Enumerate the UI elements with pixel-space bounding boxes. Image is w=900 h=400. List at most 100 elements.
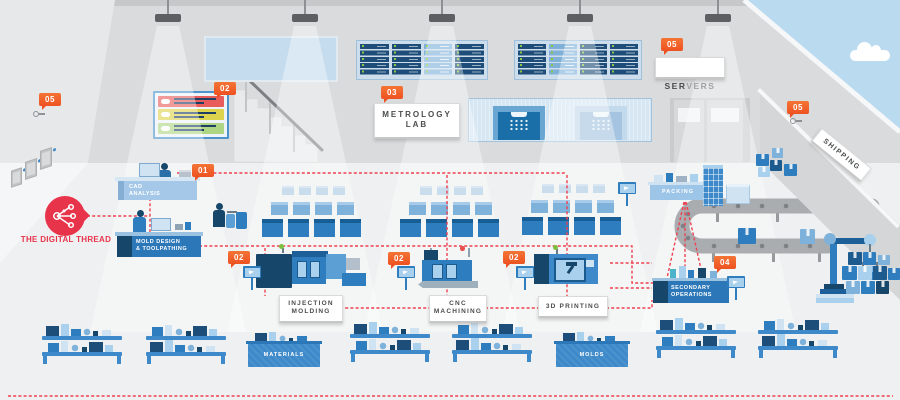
staircase-steps xyxy=(233,89,319,163)
shelf-items xyxy=(454,338,528,350)
table-item xyxy=(688,270,694,278)
secondary-operations-label: SECONDARY OPERATIONS xyxy=(671,285,712,298)
cad-analysis-label: CAD ANALYSIS xyxy=(129,184,161,197)
injection-molding-sign: INJECTION MOLDING xyxy=(279,295,343,323)
shelf-items xyxy=(148,340,222,352)
carton-box xyxy=(861,281,875,294)
table-item xyxy=(679,266,686,278)
cabinet-body: MATERIALS xyxy=(248,344,320,367)
robot-joint xyxy=(824,233,836,245)
server-column xyxy=(391,44,421,76)
robot-joint xyxy=(864,234,876,246)
desk-front xyxy=(117,236,201,257)
carton-box xyxy=(842,266,857,280)
shelf-leg xyxy=(759,350,763,358)
step-badge-05: 05 xyxy=(661,38,683,55)
desk-top xyxy=(115,232,203,236)
shelf-bar xyxy=(758,330,838,334)
worker xyxy=(161,163,168,170)
table-item xyxy=(670,269,676,278)
machine-block xyxy=(256,254,292,288)
print-head xyxy=(566,262,577,266)
door xyxy=(707,100,743,162)
storage-shelf xyxy=(758,318,838,360)
storage-shelf xyxy=(656,318,736,360)
server-column xyxy=(423,44,453,76)
step-badge-03: 03 xyxy=(381,86,403,103)
server-rack-bank xyxy=(356,40,488,80)
server-column xyxy=(360,44,389,76)
molds-cabinet: MOLDS xyxy=(554,332,630,372)
shelf-leg xyxy=(833,350,837,358)
key-icon xyxy=(33,111,45,117)
robot-gripper-prong xyxy=(862,262,864,268)
monitor-icon xyxy=(139,163,160,177)
server-column xyxy=(455,44,484,76)
printer-icon xyxy=(179,170,191,179)
carton-box xyxy=(758,167,770,177)
step-badge-05: 05 xyxy=(39,93,61,110)
worker xyxy=(216,203,223,210)
red-light-icon xyxy=(460,246,465,251)
shelf-leg xyxy=(425,354,429,362)
shelf-items xyxy=(456,322,526,334)
ceiling-lamp xyxy=(705,0,731,22)
door xyxy=(674,100,704,162)
workstation-grid xyxy=(522,184,622,236)
workstation-row-mid xyxy=(271,202,354,215)
table-front xyxy=(650,185,706,200)
cad-analysis-station: CAD ANALYSIS xyxy=(115,160,200,202)
carton-box xyxy=(846,281,860,294)
shelf-bar xyxy=(350,350,430,354)
status-whiteboard xyxy=(153,91,229,139)
machine-post xyxy=(468,248,470,257)
shelf-bar xyxy=(350,334,430,338)
page-title: THE DIGITAL THREAD xyxy=(20,235,112,244)
step-badge-02: 02 xyxy=(214,82,236,99)
stack-light xyxy=(556,249,558,254)
scanner-chamber xyxy=(498,112,540,140)
step-badge-02: 02 xyxy=(388,252,410,269)
shelf-items xyxy=(253,332,315,342)
stack-light xyxy=(282,248,284,253)
workstation-row-front xyxy=(262,219,361,237)
conveyor-box xyxy=(800,229,815,244)
workstation-row-mid xyxy=(409,202,492,215)
step-badge-02: 02 xyxy=(503,251,525,268)
shelf-items xyxy=(44,324,118,336)
metrology-lab-window xyxy=(468,98,652,142)
3d-printer-machine xyxy=(534,245,602,288)
shelf-items xyxy=(150,324,220,336)
whiteboard-row-green xyxy=(158,122,224,134)
worker-body xyxy=(213,210,225,227)
ceiling-lamp xyxy=(567,0,593,22)
workstation-row-mid xyxy=(531,200,614,213)
digital-thread-hub xyxy=(45,196,85,236)
packing-station: PACKING xyxy=(648,162,753,206)
machine-body xyxy=(534,254,598,284)
shelf-bar xyxy=(656,346,736,350)
carton-box xyxy=(873,266,887,280)
desk-item xyxy=(185,222,191,230)
desk-front xyxy=(118,181,197,200)
shelf-bar xyxy=(758,346,838,350)
green-light-icon xyxy=(279,244,284,249)
scanner-chamber xyxy=(580,112,622,140)
cabinet-lip xyxy=(554,341,630,344)
shelf-bar xyxy=(42,336,122,340)
workstation-row-front xyxy=(400,219,499,237)
shelf-items xyxy=(658,318,732,330)
robot-arm-horizontal xyxy=(830,238,870,244)
secondary-operations-station: SECONDARY OPERATIONS xyxy=(652,266,732,308)
dock-box-stack xyxy=(842,252,900,296)
shelf-leg xyxy=(43,356,47,364)
storage-shelf xyxy=(42,324,122,366)
shelf-items xyxy=(762,318,832,330)
machine-block xyxy=(326,254,346,279)
carton-box xyxy=(858,266,872,280)
carton-box xyxy=(770,160,782,171)
whiteboard-row-yellow xyxy=(158,109,224,120)
monitor-screen xyxy=(619,183,635,193)
table-front xyxy=(653,281,729,303)
